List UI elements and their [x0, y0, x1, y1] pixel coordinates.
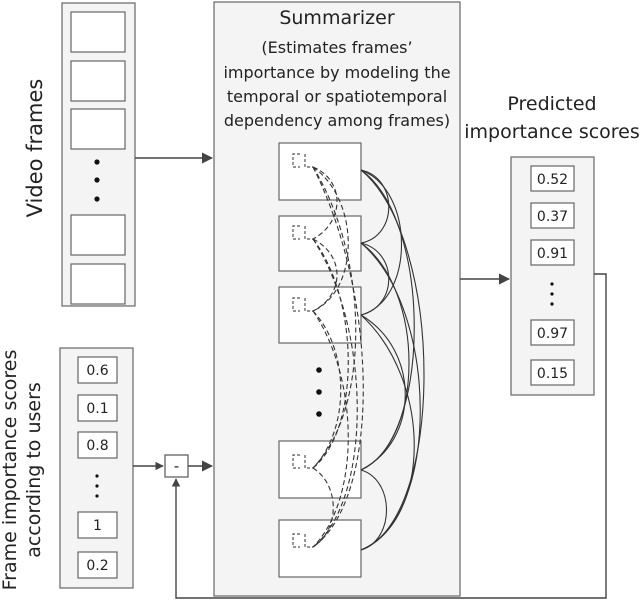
dependency-curve [312, 467, 334, 548]
user-score-value: 0.1 [86, 401, 108, 417]
dependency-arc [360, 242, 410, 471]
summarizer-frame [278, 519, 362, 578]
predicted-score-cell [530, 319, 575, 346]
frame-glyph [292, 297, 313, 312]
dependency-curve [312, 238, 349, 469]
summarizer-description-line: importance by modeling the [223, 63, 450, 82]
user-score-cell [77, 394, 118, 422]
dependency-arc [360, 314, 415, 551]
summarizer-frame [278, 286, 362, 344]
user-scores-box [59, 347, 134, 589]
summarizer-frame [278, 142, 362, 201]
ellipsis-dot [550, 282, 554, 286]
predicted-score-value: 0.15 [537, 366, 568, 382]
user-score-cell [77, 511, 118, 539]
predicted-scores-label-line: Predicted [507, 93, 596, 115]
video-frame [70, 214, 126, 256]
ellipsis-dot [316, 389, 322, 395]
frame-glyph [292, 454, 313, 469]
dependency-curve [312, 238, 358, 548]
frame-glyph [292, 533, 313, 548]
dependency-curve [312, 238, 338, 312]
ellipsis-dot [94, 196, 100, 202]
ellipsis-dot [95, 494, 99, 498]
summarizer-description-line: temporal or spatiotemporal [227, 87, 447, 106]
predicted-score-cell [530, 202, 575, 229]
summarizer-title: Summarizer [279, 7, 395, 29]
dependency-curve [312, 166, 349, 312]
user-scores-label-line: Frame importance scores [0, 350, 21, 591]
ellipsis-dot [95, 484, 99, 488]
ellipsis-dot [550, 292, 554, 296]
dependency-curve [312, 310, 342, 469]
predicted-score-cell [530, 359, 575, 386]
dependency-curve [312, 310, 349, 548]
frame-glyph [292, 153, 313, 168]
user-score-value: 0.8 [86, 438, 108, 454]
feedback-loop [171, 273, 607, 599]
dependency-curve [312, 166, 338, 240]
predicted-score-cell [530, 239, 575, 266]
dashed-dependencies [312, 166, 364, 548]
video-frame [70, 60, 126, 102]
dependency-arc [360, 169, 425, 551]
ellipsis-dot [94, 159, 100, 165]
dependency-arc [360, 314, 406, 471]
user-score-cell [77, 551, 118, 579]
dependency-curve [312, 166, 357, 469]
ellipsis-dot [550, 302, 554, 306]
summarizer-frame [278, 440, 362, 499]
user-score-cell [77, 356, 118, 384]
connectors [133, 152, 607, 599]
ellipsis-dot [95, 474, 99, 478]
ellipsis-dot [94, 177, 100, 183]
predicted-scores-label-line: importance scores [464, 121, 640, 143]
dependency-arc [360, 469, 388, 551]
dependency-arc [360, 242, 390, 316]
user-score-value: 0.6 [86, 363, 108, 379]
subtract-symbol: - [174, 457, 179, 475]
summarizer-frames [278, 142, 362, 578]
user-score-cell [77, 431, 118, 459]
summarizer-description-line: dependency among frames) [224, 111, 450, 130]
ellipsis-dot [316, 367, 322, 373]
video-frames-label: Video frames [23, 79, 47, 218]
video-frame [70, 108, 126, 150]
predicted-score-value: 0.91 [537, 246, 568, 262]
dependency-curve [312, 166, 364, 548]
solid-dependencies [360, 169, 425, 551]
ellipsis-dot [316, 411, 322, 417]
predicted-score-value: 0.97 [537, 326, 568, 342]
video-frames-column [61, 2, 136, 307]
video-frame [70, 263, 126, 305]
summarizer-description-line: (Estimates frames’ [261, 38, 412, 57]
predicted-score-cell [530, 165, 575, 192]
user-score-value: 0.2 [86, 558, 108, 574]
predicted-score-value: 0.52 [537, 172, 568, 188]
frame-glyph [292, 225, 313, 240]
video-frame [70, 11, 126, 53]
user-scores-label-line: according to users [23, 382, 45, 558]
frame-glyphs [292, 153, 313, 548]
user-score-value: 1 [93, 518, 102, 534]
predicted-score-value: 0.37 [537, 209, 568, 225]
predicted-scores-box [510, 156, 595, 396]
dependency-arc [360, 169, 390, 244]
